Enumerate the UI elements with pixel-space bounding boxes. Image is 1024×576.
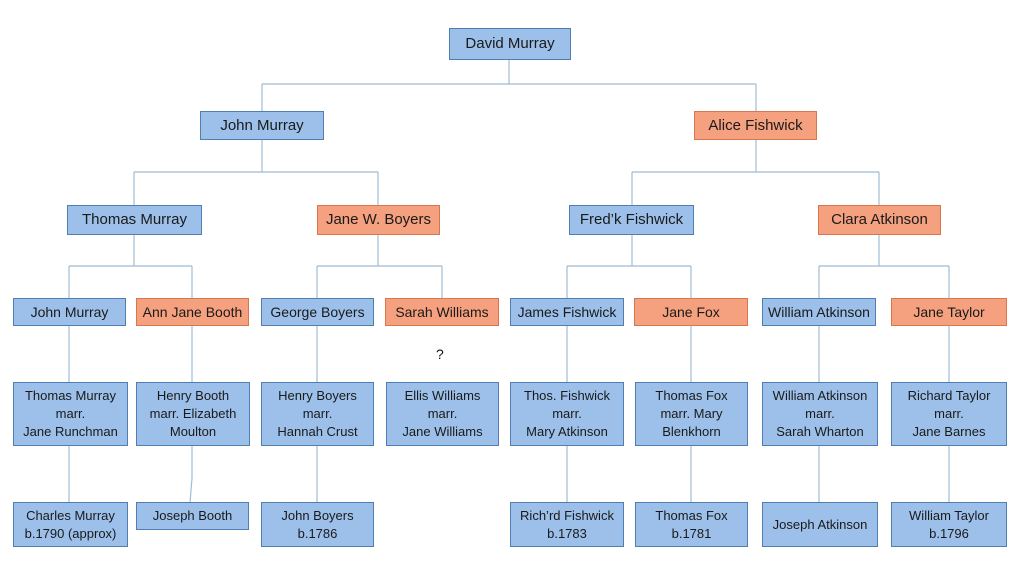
birth-line: b.1781 [671, 525, 712, 541]
spouse-line: Jane Barnes [912, 424, 986, 439]
node-john-murray-g2: John Murray [200, 111, 324, 140]
spouse-line: Jane Williams [402, 424, 483, 439]
node-william-taylor: William Taylor b.1796 [891, 502, 1007, 547]
name-line: William Atkinson [772, 388, 868, 403]
node-label: Thomas Murray [81, 211, 188, 228]
unknown-parent-mark: ? [436, 346, 444, 362]
node-clara-atkinson: Clara Atkinson [818, 205, 941, 235]
node-james-fishwick: James Fishwick [510, 298, 624, 326]
node-joseph-atkinson: Joseph Atkinson [762, 502, 878, 547]
spouse-line: Blenkhorn [662, 424, 721, 439]
name-line: William Taylor [909, 507, 989, 523]
birth-line: b.1790 (approx) [24, 525, 117, 541]
birth-line: b.1783 [547, 525, 587, 541]
node-label: Alice Fishwick [708, 116, 803, 134]
name-line: Henry Boyers [278, 388, 357, 403]
node-john-murray-g4: John Murray [13, 298, 126, 326]
name-line: John Boyers [281, 507, 354, 523]
node-charles-murray: Charles Murray b.1790 (approx) [13, 502, 128, 547]
node-george-boyers: George Boyers [261, 298, 374, 326]
node-label: John Murray [220, 116, 304, 134]
name-line: Thomas Fox [655, 507, 728, 523]
birth-line: b.1796 [929, 525, 969, 541]
node-alice-fishwick: Alice Fishwick [694, 111, 817, 140]
node-joseph-booth: Joseph Booth [136, 502, 249, 530]
node-david-murray: David Murray [449, 28, 571, 60]
marriage-line: marr. [552, 406, 582, 421]
node-john-boyers: John Boyers b.1786 [261, 502, 374, 547]
name-line: Thos. Fishwick [524, 388, 610, 403]
node-ann-jane-booth: Ann Jane Booth [136, 298, 249, 326]
node-fredk-fishwick: Fred’k Fishwick [569, 205, 694, 235]
name-line: Ellis Williams [404, 388, 481, 403]
node-label: David Murray [465, 35, 555, 52]
node-ellis-williams: Ellis Williams marr. Jane Williams [386, 382, 499, 446]
node-label: Jane Fox [662, 304, 720, 320]
node-henry-booth: Henry Booth marr. Elizabeth Moulton [136, 382, 250, 446]
node-label: Clara Atkinson [831, 211, 928, 228]
marriage-line: marr. [427, 406, 458, 421]
node-thomas-fox-g6: Thomas Fox b.1781 [635, 502, 748, 547]
node-sarah-williams: Sarah Williams [385, 298, 499, 326]
node-label: Sarah Williams [395, 304, 489, 320]
marriage-line: marr. Mary [660, 406, 723, 421]
node-thomas-murray-g3: Thomas Murray [67, 205, 202, 235]
node-richard-taylor: Richard Taylor marr. Jane Barnes [891, 382, 1007, 446]
name-line: Charles Murray [26, 507, 115, 523]
node-jane-taylor: Jane Taylor [891, 298, 1007, 326]
marriage-line: marr. [302, 406, 333, 421]
name-line: Thomas Fox [655, 388, 728, 403]
name-line: Richard Taylor [907, 388, 991, 403]
node-label: Jane Taylor [913, 304, 985, 320]
spouse-line: Jane Runchman [23, 424, 118, 439]
node-william-atkinson-g5: William Atkinson marr. Sarah Wharton [762, 382, 878, 446]
node-label: James Fishwick [517, 304, 617, 320]
spouse-line: Mary Atkinson [526, 424, 608, 439]
birth-line: b.1786 [297, 525, 338, 541]
marriage-line: marr. [805, 406, 835, 421]
name-line: Henry Booth [156, 388, 230, 403]
node-label: John Murray [30, 304, 109, 320]
node-label: Jane W. Boyers [325, 211, 432, 228]
node-jane-fox: Jane Fox [634, 298, 748, 326]
spouse-line: Sarah Wharton [776, 424, 864, 439]
name-line: Joseph Atkinson [772, 516, 868, 532]
node-label: George Boyers [270, 304, 365, 320]
marriage-line: marr. [55, 406, 86, 421]
node-jane-w-boyers: Jane W. Boyers [317, 205, 440, 235]
name-line: Joseph Booth [152, 508, 233, 523]
node-label: William Atkinson [768, 304, 870, 320]
spouse-line: Moulton [169, 424, 217, 439]
node-thomas-murray-g5: Thomas Murray marr. Jane Runchman [13, 382, 128, 446]
node-richrd-fishwick: Rich’rd Fishwick b.1783 [510, 502, 624, 547]
name-line: Thomas Murray [24, 388, 116, 403]
node-label: Ann Jane Booth [142, 304, 243, 320]
node-william-atkinson-g4: William Atkinson [762, 298, 876, 326]
node-henry-boyers: Henry Boyers marr. Hannah Crust [261, 382, 374, 446]
spouse-line: Hannah Crust [277, 424, 358, 439]
node-thomas-fox-g5: Thomas Fox marr. Mary Blenkhorn [635, 382, 748, 446]
marriage-line: marr. [934, 406, 964, 421]
node-thos-fishwick: Thos. Fishwick marr. Mary Atkinson [510, 382, 624, 446]
marriage-line: marr. Elizabeth [149, 406, 237, 421]
node-label: Fred’k Fishwick [579, 211, 684, 228]
name-line: Rich’rd Fishwick [520, 507, 614, 523]
